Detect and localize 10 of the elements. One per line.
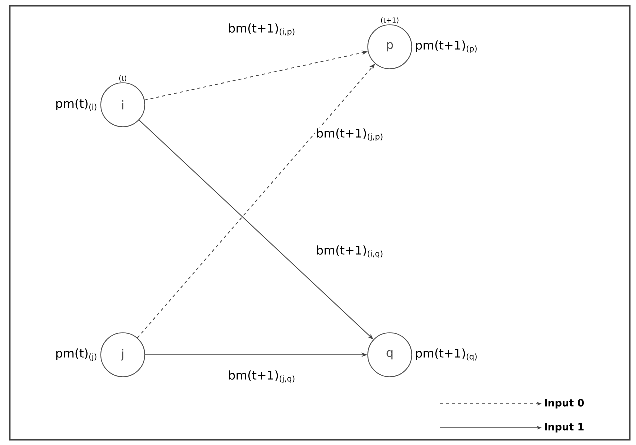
legend-label: Input 0	[545, 399, 584, 409]
edge-label: bm(t+1)$_{(i,p)}$	[229, 24, 295, 36]
state-label: pm(t)$_{(j)}$	[56, 348, 97, 362]
state-label: pm(t)$_{(i)}$	[56, 98, 97, 112]
edge-label: bm(t+1)$_{(j,q)}$	[229, 370, 295, 384]
state-label: pm(t+1)$_{(p)}$	[416, 40, 477, 54]
edge-label: bm(t+1)$_{(j,p)}$	[317, 128, 383, 142]
edge-label: bm(t+1)$_{(i,q)}$	[317, 246, 383, 258]
legend-label: Input 1	[545, 423, 584, 433]
state-label: pm(t+1)$_{(q)}$	[416, 348, 477, 362]
